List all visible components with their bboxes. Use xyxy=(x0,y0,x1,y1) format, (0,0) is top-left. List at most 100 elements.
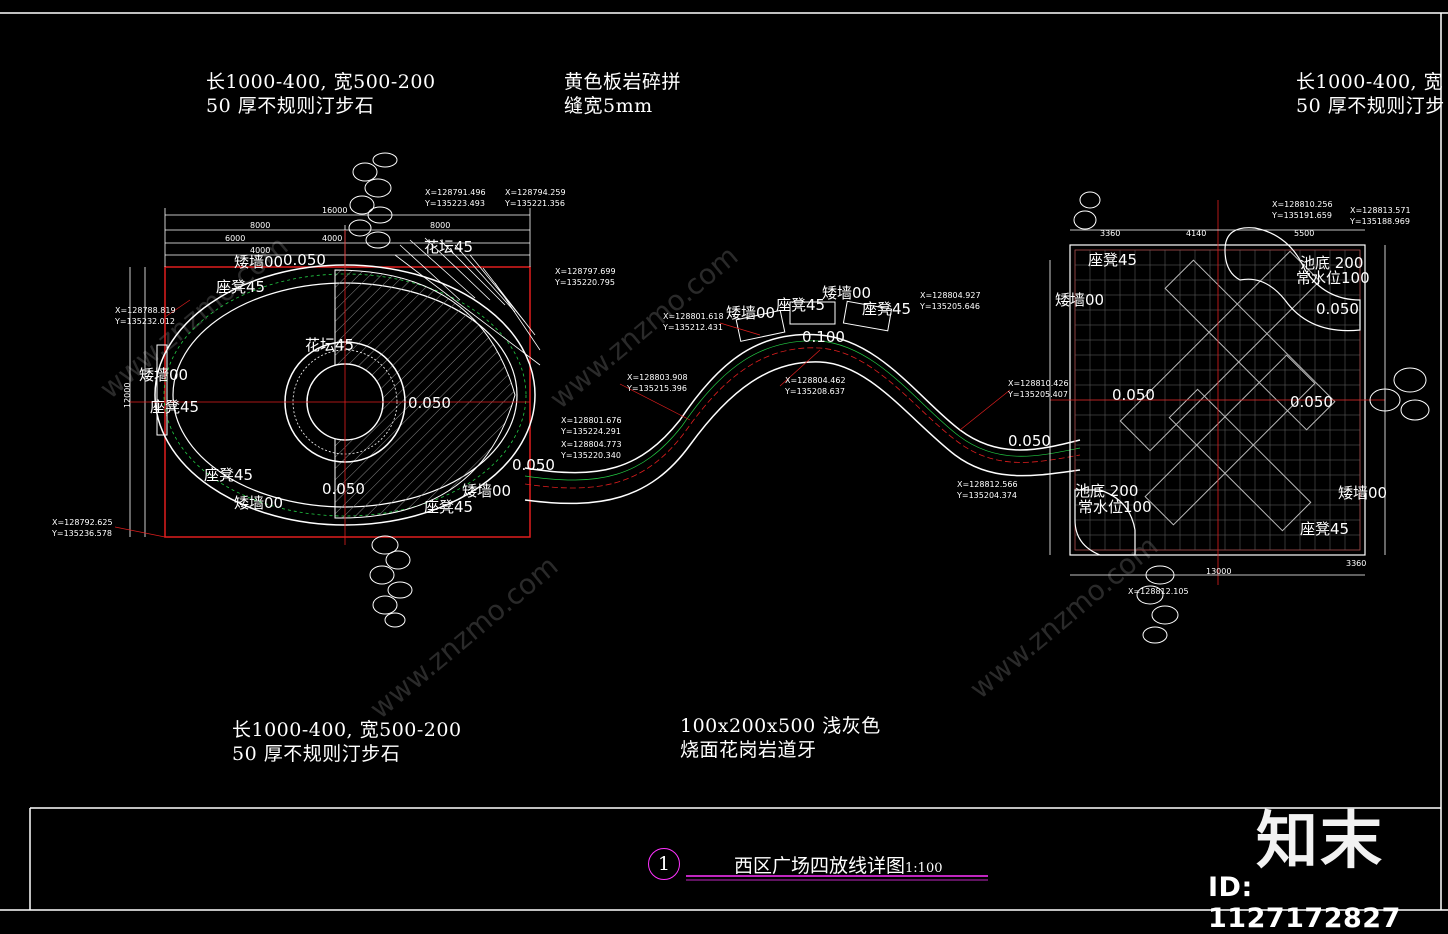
svg-text:X=128812.105: X=128812.105 xyxy=(1128,587,1189,596)
cad-labels: 矮墙00 0.050 座凳45 花坛45 花坛45 矮墙00 座凳45 0.05… xyxy=(139,238,1387,538)
label-low-wall: 矮墙00 xyxy=(139,366,188,384)
svg-text:4140: 4140 xyxy=(1186,229,1206,238)
annotation-line: 50 厚不规则汀步石 xyxy=(232,743,401,765)
label-low-wall: 矮墙00 xyxy=(462,482,511,500)
label-seat: 座凳45 xyxy=(1300,520,1349,538)
drawing-scale: 1:100 xyxy=(905,861,943,876)
label-elev: 0.050 xyxy=(283,251,326,269)
stepping-stones-bottom xyxy=(369,535,413,628)
label-planter: 花坛45 xyxy=(424,238,473,256)
svg-text:Y=135212.431: Y=135212.431 xyxy=(662,323,723,332)
label-low-wall: 矮墙00 xyxy=(234,253,283,271)
label-elev: 0.050 xyxy=(1008,432,1051,450)
svg-text:Y=135205.407: Y=135205.407 xyxy=(1007,390,1068,399)
svg-text:X=128804.462: X=128804.462 xyxy=(785,376,846,385)
label-elev: 0.050 xyxy=(322,480,365,498)
annotation-line: 长1000-400, 宽 xyxy=(1296,71,1444,93)
svg-text:X=128797.699: X=128797.699 xyxy=(555,267,616,276)
path-centerline xyxy=(524,347,1081,489)
svg-text:Y=135232.012: Y=135232.012 xyxy=(114,317,175,326)
label-elev: 0.050 xyxy=(408,394,451,412)
svg-text:X=128794.259: X=128794.259 xyxy=(505,188,566,197)
label-seat: 座凳45 xyxy=(776,296,825,314)
fan-pergola xyxy=(394,237,541,366)
svg-text:X=128804.773: X=128804.773 xyxy=(561,440,622,449)
label-pool: 池底 200 xyxy=(1075,482,1138,500)
pool-bottom xyxy=(1074,489,1136,556)
slate-paving xyxy=(334,269,516,519)
drawing-title: 西区广场四放线详图1:100 xyxy=(734,851,942,878)
label-seat: 座凳45 xyxy=(1088,251,1137,269)
annotation-line: 50 厚不规则汀步石 xyxy=(206,95,375,117)
svg-text:X=128792.625: X=128792.625 xyxy=(52,518,113,527)
label-planter: 花坛45 xyxy=(305,336,354,354)
annotation-line: 黄色板岩碎拼 xyxy=(564,71,682,93)
coord-leaders xyxy=(114,299,1011,538)
svg-text:Y=135208.637: Y=135208.637 xyxy=(784,387,845,396)
svg-text:X=128804.927: X=128804.927 xyxy=(920,291,981,300)
stepping-stones-top xyxy=(348,152,398,249)
svg-text:4000: 4000 xyxy=(322,234,342,243)
left-low-wall xyxy=(156,344,168,436)
annotation-line: 长1000-400, 宽500-200 xyxy=(206,71,436,93)
svg-text:16000: 16000 xyxy=(322,206,347,215)
svg-text:3360: 3360 xyxy=(1346,559,1366,568)
label-elev: 0.050 xyxy=(1290,393,1333,411)
path-green-edge xyxy=(524,340,1081,481)
svg-text:8000: 8000 xyxy=(250,221,270,230)
label-elev: 0.050 xyxy=(512,456,555,474)
label-seat: 座凳45 xyxy=(862,300,911,318)
label-seat: 座凳45 xyxy=(204,466,253,484)
annotation-yellow-slab: 黄色板岩碎拼 缝宽5mm xyxy=(564,70,681,118)
annotation-curb: 100x200x500 浅灰色 烧面花岗岩道牙 xyxy=(680,714,881,762)
svg-text:8000: 8000 xyxy=(430,221,450,230)
label-water: 常水位100 xyxy=(1078,498,1152,516)
label-low-wall: 矮墙00 xyxy=(822,284,871,302)
annotation-stepstone-top-right: 长1000-400, 宽 50 厚不规则汀步 xyxy=(1296,70,1445,118)
svg-text:Y=135205.646: Y=135205.646 xyxy=(919,302,980,311)
svg-text:Y=135188.969: Y=135188.969 xyxy=(1349,217,1410,226)
svg-text:X=128803.908: X=128803.908 xyxy=(627,373,688,382)
annotation-stepstone-top-left: 长1000-400, 宽500-200 50 厚不规则汀步石 xyxy=(206,70,436,118)
dimension-values: 16000 8000 8000 6000 4000 4000 12000 414… xyxy=(123,206,1366,576)
svg-text:X=128801.618: X=128801.618 xyxy=(663,312,724,321)
label-seat: 座凳45 xyxy=(216,278,265,296)
svg-text:3360: 3360 xyxy=(1100,229,1120,238)
right-dimensions xyxy=(1049,229,1386,576)
label-water: 常水位100 xyxy=(1296,269,1370,287)
label-pool: 池底 200 xyxy=(1300,254,1363,272)
label-seat: 座凳45 xyxy=(424,498,473,516)
title-underline xyxy=(686,875,988,881)
label-elev: 0.100 xyxy=(802,328,845,346)
coordinate-labels: X=128791.496 Y=135223.493 X=128794.259 Y… xyxy=(51,188,1411,596)
svg-text:Y=135224.291: Y=135224.291 xyxy=(560,427,621,436)
curve-seat xyxy=(842,300,893,332)
svg-text:13000: 13000 xyxy=(1206,567,1231,576)
svg-text:Y=135220.340: Y=135220.340 xyxy=(560,451,621,460)
svg-text:X=128810.426: X=128810.426 xyxy=(1008,379,1069,388)
label-low-wall: 矮墙00 xyxy=(1338,484,1387,502)
annotation-stepstone-bottom-left: 长1000-400, 宽500-200 50 厚不规则汀步石 xyxy=(232,718,462,766)
svg-text:X=128810.256: X=128810.256 xyxy=(1272,200,1333,209)
drawing-number: 1 xyxy=(648,848,680,880)
curve-seat xyxy=(789,301,836,325)
svg-text:4000: 4000 xyxy=(250,246,270,255)
annotation-line: 100x200x500 浅灰色 xyxy=(680,715,881,737)
annotation-line: 长1000-400, 宽500-200 xyxy=(232,719,462,741)
annotation-line: 缝宽5mm xyxy=(564,95,653,117)
left-plaza xyxy=(129,152,541,628)
svg-text:Y=135191.659: Y=135191.659 xyxy=(1271,211,1332,220)
svg-text:X=128791.496: X=128791.496 xyxy=(425,188,486,197)
svg-text:X=128812.566: X=128812.566 xyxy=(957,480,1018,489)
label-elev: 0.050 xyxy=(1112,386,1155,404)
label-low-wall: 矮墙00 xyxy=(234,494,283,512)
label-low-wall: 矮墙00 xyxy=(1055,291,1104,309)
svg-text:Y=135204.374: Y=135204.374 xyxy=(956,491,1017,500)
svg-text:Y=135221.356: Y=135221.356 xyxy=(504,199,565,208)
path-inner-edge xyxy=(524,361,1081,505)
svg-text:6000: 6000 xyxy=(225,234,245,243)
brand-logo: 知末 xyxy=(1256,804,1385,877)
label-elev: 0.050 xyxy=(1316,300,1359,318)
right-plaza xyxy=(1049,191,1430,644)
